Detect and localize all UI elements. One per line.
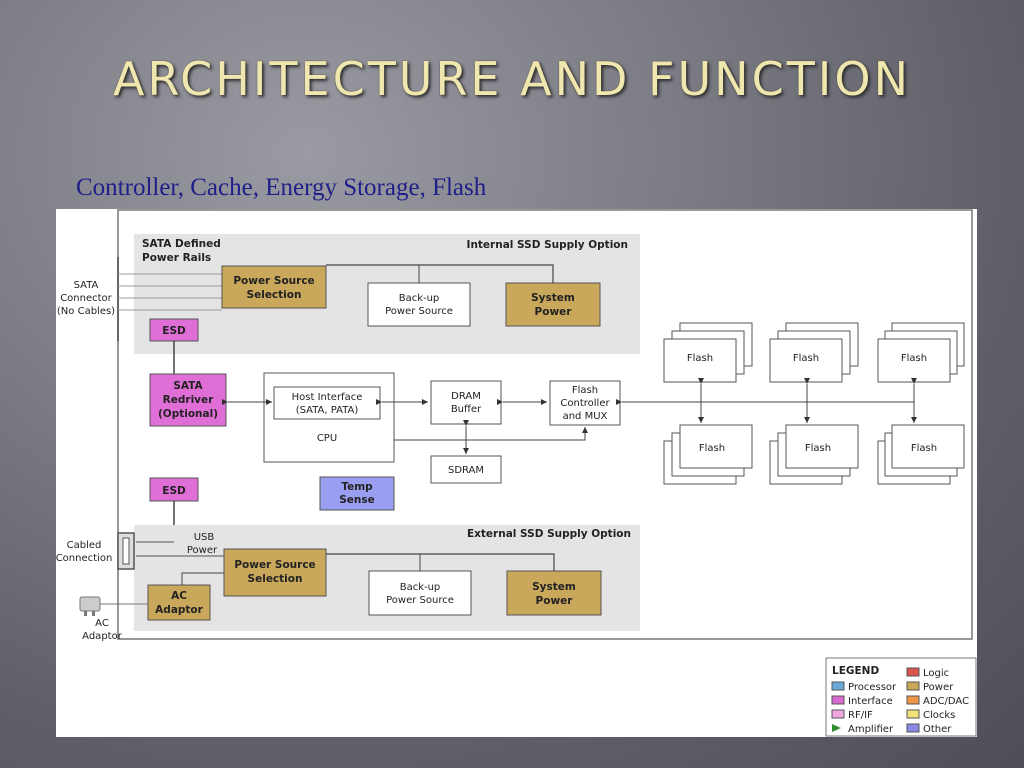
external-option-label: External SSD Supply Option	[467, 528, 631, 540]
legend-swatch	[831, 695, 845, 705]
temp-sense	[319, 476, 395, 511]
legend-item-label: Other	[923, 724, 952, 735]
power-source-selection-top	[221, 265, 327, 309]
pss-top-text-2: Selection	[247, 289, 302, 301]
dram-buffer	[430, 380, 502, 425]
sata-connector-label-3: (No Cables)	[57, 306, 115, 317]
pss-bot-text-1: Power Source	[234, 559, 315, 571]
ac-plug-icon	[79, 596, 148, 616]
ac-plug-label-2: Adaptor	[82, 631, 123, 642]
redriver-text-2: Redriver	[163, 394, 214, 406]
internal-option-label: Internal SSD Supply Option	[467, 239, 628, 251]
cpu-text: CPU	[317, 433, 337, 444]
sata-connector-label-2: Connector	[60, 293, 112, 304]
flash-label: Flash	[687, 353, 713, 364]
sdram-text: SDRAM	[448, 465, 484, 476]
flash-ctrl-text-1: Flash	[572, 385, 598, 396]
syspower-bot-text-2: Power	[536, 595, 574, 607]
flash-stack-bottom-3: Flash	[877, 424, 965, 485]
legend-item-label: ADC/DAC	[923, 696, 969, 707]
legend-item-label: Power	[923, 682, 954, 693]
legend-swatch	[906, 667, 920, 677]
slide-subtitle: Controller, Cache, Energy Storage, Flash	[76, 174, 487, 201]
flash-stack-top-2: Flash	[769, 322, 859, 383]
temp-text-1: Temp	[341, 481, 373, 493]
legend-item-label: Logic	[923, 668, 949, 679]
syspower-top-text-1: System	[531, 292, 575, 304]
ac-plug-label-1: AC	[95, 618, 109, 629]
pss-bot-text-2: Selection	[248, 573, 303, 585]
diagram-frame	[117, 209, 973, 640]
flash-label: Flash	[805, 443, 831, 454]
dram-text-2: Buffer	[451, 404, 482, 415]
system-power-bottom	[506, 570, 602, 616]
temp-text-2: Sense	[339, 494, 375, 506]
pss-top-text-1: Power Source	[233, 275, 314, 287]
esd-top-text: ESD	[162, 325, 186, 337]
usb-label-2: Power	[187, 545, 218, 556]
backup-power-bottom	[368, 570, 472, 616]
power-rails-label: Power Rails	[142, 252, 211, 264]
legend-swatch	[831, 709, 845, 719]
sdram	[430, 455, 502, 484]
backup-top-text-2: Power Source	[385, 306, 453, 317]
flash-stack-bottom-2: Flash	[769, 424, 859, 485]
syspower-bot-text-1: System	[532, 581, 576, 593]
cabled-label-1: Cabled	[67, 540, 102, 551]
legend-title: LEGEND	[832, 665, 879, 677]
flash-stack-bottom-1: Flash	[663, 424, 753, 485]
legend-item-label: RF/IF	[848, 710, 873, 721]
sata-connector-label: SATA	[74, 280, 99, 291]
legend-swatch	[906, 695, 920, 705]
flash-controller	[549, 380, 621, 426]
esd-bottom-text: ESD	[162, 485, 186, 497]
ac-box-text-2: Adaptor	[155, 604, 203, 616]
legend-item-label: Processor	[848, 682, 897, 693]
usb-label-1: USB	[194, 532, 215, 543]
backup-power-top	[367, 282, 471, 327]
flash-label: Flash	[911, 443, 937, 454]
legend-swatch	[906, 723, 920, 733]
power-source-selection-bottom	[223, 548, 327, 597]
backup-bot-text-2: Power Source	[386, 595, 454, 606]
backup-top-text-1: Back-up	[399, 293, 440, 304]
backup-bot-text-1: Back-up	[400, 582, 441, 593]
legend-item-label: Amplifier	[848, 724, 894, 735]
legend-swatch	[906, 709, 920, 719]
flash-label: Flash	[699, 443, 725, 454]
ssd-block-diagram: SATA Defined Power Rails Internal SSD Su…	[56, 209, 977, 737]
host-if-text-1: Host Interface	[292, 392, 363, 403]
flash-ctrl-text-2: Controller	[560, 398, 610, 409]
syspower-top-text-2: Power	[535, 306, 573, 318]
system-power-top	[505, 282, 601, 327]
legend-swatch	[832, 724, 841, 732]
flash-label: Flash	[901, 353, 927, 364]
legend-swatch	[831, 681, 845, 691]
sata-redriver	[149, 373, 227, 427]
flash-stack-top-1: Flash	[663, 322, 753, 383]
flash-label: Flash	[793, 353, 819, 364]
dram-text-1: DRAM	[451, 391, 481, 402]
cabled-label-2: Connection	[56, 553, 112, 564]
sata-defined-label: SATA Defined	[142, 238, 221, 250]
flash-ctrl-text-3: and MUX	[563, 411, 608, 422]
flash-stack-top-3: Flash	[877, 322, 965, 383]
legend-item-label: Interface	[848, 696, 893, 707]
legend-swatch	[906, 681, 920, 691]
host-if-text-2: (SATA, PATA)	[296, 405, 359, 416]
ac-box-text-1: AC	[171, 590, 187, 602]
host-interface	[273, 386, 381, 420]
legend-item-label: Clocks	[923, 710, 955, 721]
ac-adaptor-box	[147, 584, 211, 621]
redriver-text-3: (Optional)	[158, 408, 218, 420]
redriver-text-1: SATA	[173, 380, 203, 392]
slide-title: ARCHITECTURE AND FUNCTION	[113, 52, 911, 106]
